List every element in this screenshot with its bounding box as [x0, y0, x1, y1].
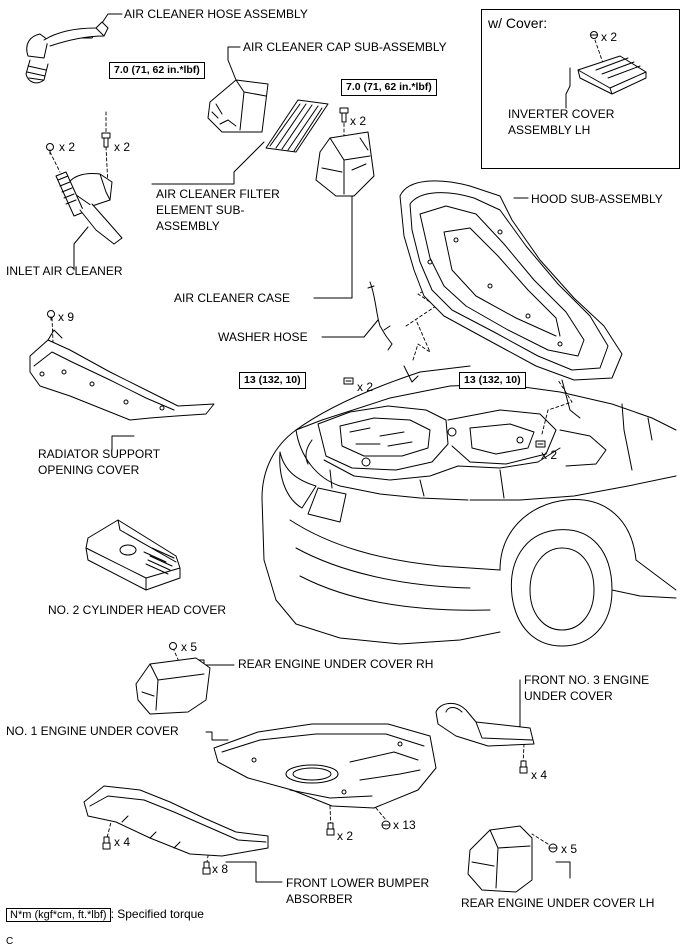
vehicle-front-illustration [261, 365, 677, 647]
qty-bumper-bottom-bolt: x 8 [212, 862, 229, 876]
label-air-cleaner-filter-element-line2: ELEMENT SUB- [156, 203, 245, 217]
label-inlet-air-cleaner: INLET AIR CLEANER [6, 264, 123, 278]
bolt-icon [101, 132, 111, 148]
torque-hood-right-bolt: 13 (132, 10) [459, 372, 526, 389]
bolt-icon [535, 440, 546, 448]
air-cleaner-hose-illustration [25, 21, 109, 84]
washer-hose-illustration [367, 281, 393, 351]
bolt-icon [326, 822, 335, 836]
qty-no1-bolt: x 2 [337, 829, 354, 843]
qty-no1-clip: x 13 [393, 818, 416, 832]
bolt-icon [339, 107, 349, 123]
label-radiator-support-opening-cover-line1: RADIATOR SUPPORT [38, 447, 161, 461]
qty-inlet-clip: x 2 [59, 140, 76, 154]
label-rear-engine-under-cover-rh: REAR ENGINE UNDER COVER RH [238, 657, 434, 671]
clip-icon [169, 642, 177, 650]
bolt-icon [590, 31, 598, 39]
legend-text: : Specified torque [110, 907, 204, 921]
label-no1-engine-under-cover: NO. 1 ENGINE UNDER COVER [6, 724, 179, 738]
air-cleaner-filter-illustration [265, 99, 329, 153]
qty-bumper-left-bolt: x 4 [114, 835, 131, 849]
front-lower-bumper-absorber-illustration [83, 785, 269, 857]
label-front-lower-bumper-absorber-line1: FRONT LOWER BUMPER [286, 876, 430, 890]
torque-hood-left-bolt: 13 (132, 10) [239, 372, 306, 389]
label-front-no3-engine-under-cover-line1: FRONT NO. 3 ENGINE [524, 673, 650, 687]
label-no2-cylinder-head-cover: NO. 2 CYLINDER HEAD COVER [48, 603, 227, 617]
air-cleaner-cap-illustration [207, 79, 269, 133]
torque-legend: N*m (kgf*cm, ft.*lbf): Specified torque [6, 907, 204, 923]
bolt-icon [202, 861, 211, 875]
label-air-cleaner-filter-element-line3: ASSEMBLY [156, 219, 220, 233]
bolt-icon [519, 760, 528, 774]
qty-rear-rh-clip: x 5 [181, 640, 198, 654]
rear-under-cover-rh-illustration [135, 657, 211, 715]
qty-radiator-clip: x 9 [58, 310, 75, 324]
hood-illustration [399, 180, 623, 381]
label-washer-hose: WASHER HOSE [218, 330, 308, 344]
torque-inlet-bolt: 7.0 (71, 62 in.*lbf) [109, 62, 205, 79]
figure-code: C [6, 936, 14, 947]
label-inverter-cover-assembly-lh-line1: INVERTER COVER [508, 107, 615, 121]
with-cover-box [481, 9, 680, 169]
label-radiator-support-opening-cover-line2: OPENING COVER [38, 463, 140, 477]
clip-icon [47, 310, 55, 321]
qty-front3-bolt: x 4 [531, 768, 548, 782]
rear-under-cover-lh-illustration [467, 825, 533, 893]
with-cover-title: w/ Cover: [488, 15, 548, 31]
inlet-air-cleaner-illustration [55, 171, 123, 245]
qty-cover-bolt: x 2 [601, 30, 618, 44]
radiator-support-cover-illustration [29, 329, 215, 421]
label-air-cleaner-filter-element-line1: AIR CLEANER FILTER [156, 187, 280, 201]
label-front-lower-bumper-absorber-line2: ABSORBER [286, 892, 353, 906]
qty-inlet-bolt: x 2 [114, 140, 131, 154]
legend-torque-box: N*m (kgf*cm, ft.*lbf) [6, 908, 111, 922]
label-rear-engine-under-cover-lh: REAR ENGINE UNDER COVER LH [461, 896, 655, 910]
bolt-icon [102, 836, 111, 850]
cylinder-head-cover-illustration [85, 519, 181, 591]
air-cleaner-case-illustration [315, 131, 375, 197]
qty-hood-left-bolt: x 2 [357, 380, 374, 394]
inverter-cover-illustration [577, 55, 647, 95]
qty-rear-lh-clip: x 5 [561, 842, 578, 856]
qty-hood-right-bolt: x 2 [541, 448, 558, 462]
label-air-cleaner-cap-sub-assembly: AIR CLEANER CAP SUB-ASSEMBLY [243, 40, 447, 54]
label-front-no3-engine-under-cover-line2: UNDER COVER [524, 689, 613, 703]
qty-case-bolt: x 2 [350, 114, 367, 128]
clip-icon [548, 843, 558, 853]
label-hood-sub-assembly: HOOD SUB-ASSEMBLY [531, 192, 663, 206]
no1-under-cover-illustration [213, 723, 437, 809]
fasteners [46, 31, 598, 875]
clip-icon [381, 820, 391, 830]
torque-case-bolt: 7.0 (71, 62 in.*lbf) [341, 79, 437, 96]
bolt-icon [343, 377, 354, 385]
clip-icon [46, 143, 54, 155]
front-no3-under-cover-illustration [435, 703, 535, 747]
label-air-cleaner-case: AIR CLEANER CASE [174, 291, 291, 305]
label-inverter-cover-assembly-lh-line2: ASSEMBLY LH [508, 123, 591, 137]
label-air-cleaner-hose-assembly: AIR CLEANER HOSE ASSEMBLY [124, 7, 308, 21]
